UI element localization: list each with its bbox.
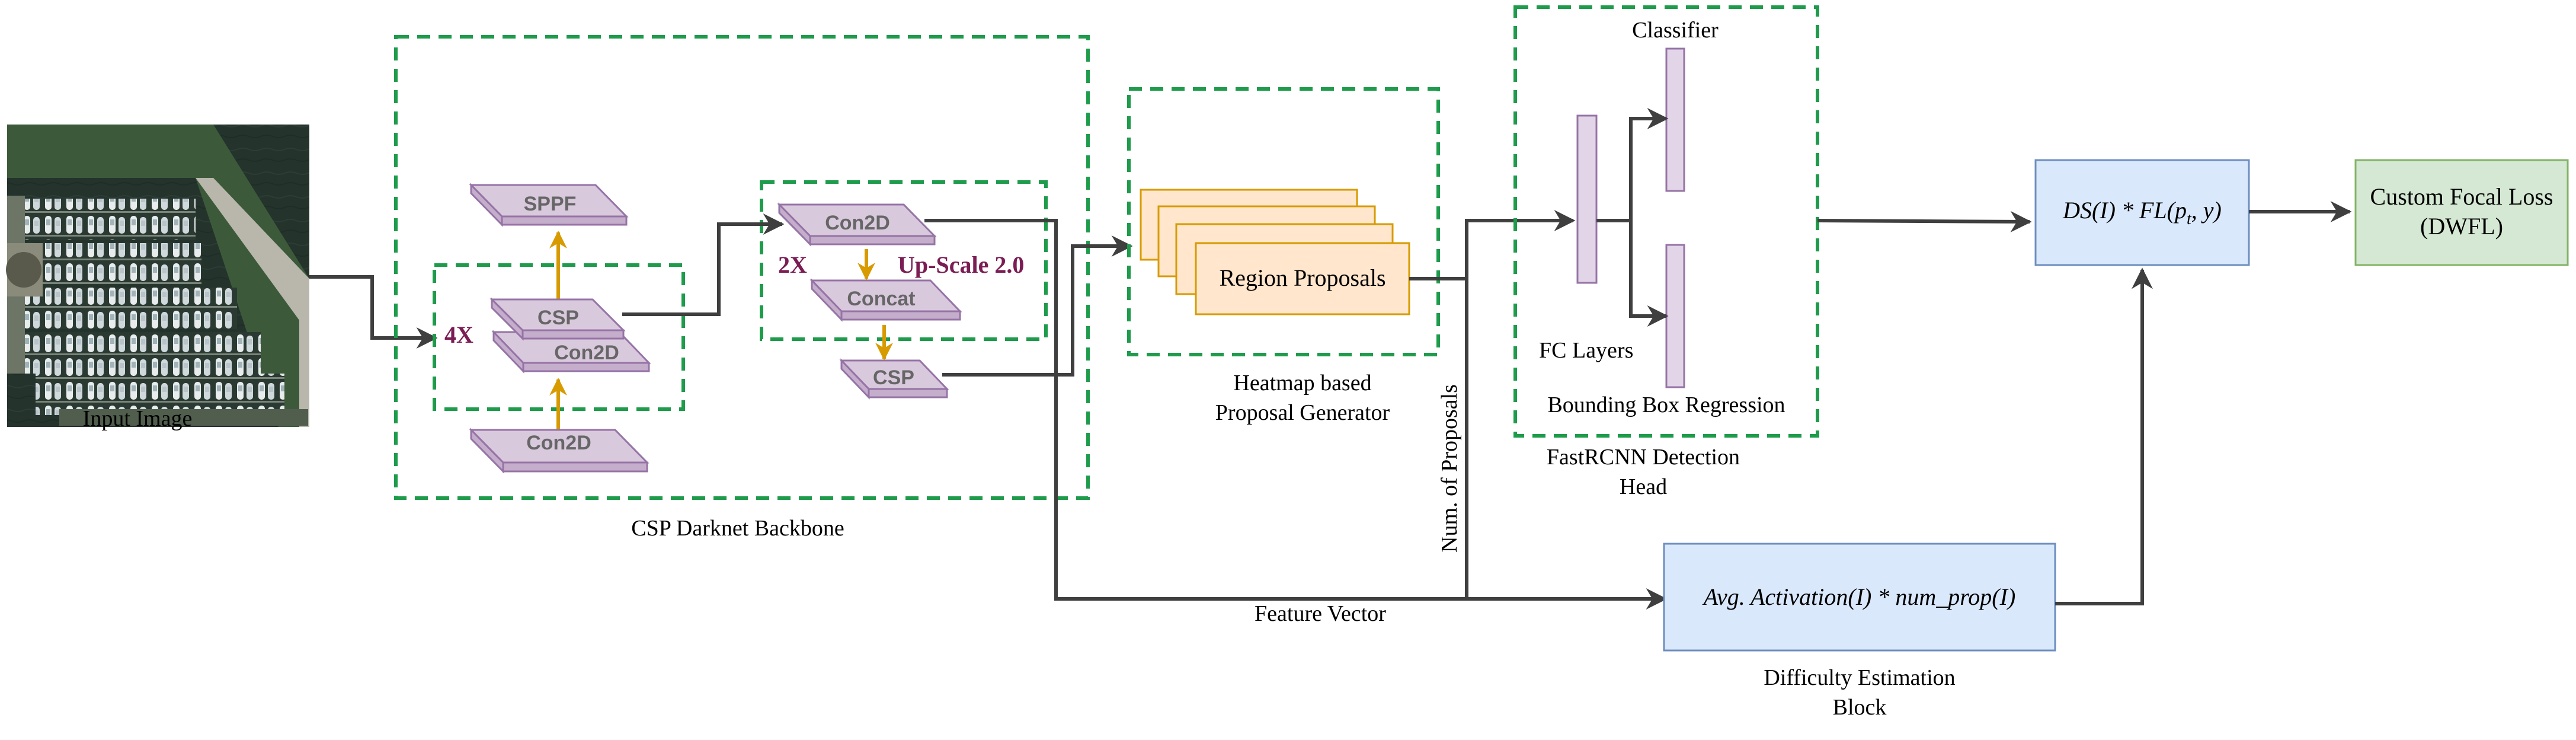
detection-to-loss-arrow	[1817, 210, 2032, 232]
proposal-caption-line1: Heatmap based	[1233, 371, 1371, 395]
layer-con2d-bottom: Con2D	[469, 428, 649, 474]
layer-csp-right: CSP	[839, 358, 949, 400]
input-caption-fragment: Input Image	[83, 406, 193, 431]
loss-formula-text: DS(I) * FL(pt, y)	[2062, 197, 2222, 228]
repeat-2x-label: 2X	[778, 251, 807, 278]
backbone-label: CSP Darknet Backbone	[631, 516, 844, 541]
input-image	[6, 125, 309, 427]
con2d-to-feature-vector-line	[924, 219, 1668, 610]
custom-loss-box	[2354, 159, 2569, 266]
layer-concat: Concat	[809, 278, 962, 322]
proposals-to-detection-arrow	[1409, 210, 1576, 280]
fc-layers-label: FC Layers	[1539, 338, 1633, 363]
layer-concat-label: Concat	[847, 288, 915, 310]
fc-to-classifier-arrow	[1596, 108, 1669, 222]
layer-sppf-label: SPPF	[524, 193, 577, 215]
proposal-caption-line2: Proposal Generator	[1215, 400, 1390, 425]
layer-csp-left-label: CSP	[537, 307, 579, 329]
difficulty-formula: Avg. Activation(I) * num_prop(I)	[1702, 583, 2016, 610]
loss-formula-prefix: DS(I) * FL(p	[2062, 197, 2187, 224]
difficulty-caption-line2: Block	[1833, 695, 1887, 720]
classifier-label: Classifier	[1632, 18, 1719, 43]
custom-loss-line1: Custom Focal Loss	[2370, 183, 2553, 210]
input-to-backbone-arrow	[309, 275, 438, 349]
bbox-regression-label: Bounding Box Regression	[1547, 393, 1785, 417]
layer-csp-right-label: CSP	[873, 366, 914, 389]
csp-to-con2d-arrow	[622, 213, 785, 316]
detection-caption-line1: FastRCNN Detection	[1547, 445, 1740, 470]
repeat-4x-label: 4X	[444, 321, 473, 348]
custom-loss-line2: (DWFL)	[2420, 213, 2503, 240]
fc-to-bbox-arrow	[1629, 221, 1669, 327]
loss-formula-box	[2034, 159, 2250, 266]
fc-layer-bar	[1576, 114, 1598, 284]
num-proposals-label: Num. of Proposals	[1437, 384, 1462, 553]
csp-to-proposals-arrow	[942, 235, 1133, 377]
region-proposals-label: Region Proposals	[1219, 264, 1385, 291]
layer-sppf: SPPF	[469, 183, 629, 227]
detection-caption-line2: Head	[1620, 474, 1667, 499]
loss-formula-subscript: t	[2187, 210, 2192, 228]
layer-con2d-right: Con2D	[777, 202, 937, 247]
layer-con2d-mid-label: Con2D	[554, 342, 619, 364]
bbox-regression-bar	[1665, 244, 1685, 388]
upscale-dashed-box	[760, 180, 1048, 341]
backbone-dashed-box	[394, 35, 1090, 500]
proposal-dashed-box	[1127, 87, 1440, 356]
upscale-label: Up-Scale 2.0	[898, 251, 1024, 278]
difficulty-box	[1663, 543, 2056, 652]
proposal-stack-4	[1195, 242, 1410, 315]
classifier-bar	[1665, 47, 1685, 192]
loss-formula-suffix: , y)	[2191, 197, 2222, 224]
difficulty-to-loss-arrow	[2055, 267, 2153, 605]
layer-con2d-bottom-label: Con2D	[526, 432, 591, 454]
layer-csp-left: CSP	[489, 297, 626, 341]
difficulty-caption-line1: Difficulty Estimation	[1764, 665, 1955, 690]
feature-vector-label: Feature Vector	[1255, 601, 1386, 626]
layer-con2d-mid: Con2D	[491, 330, 651, 374]
layer-con2d-right-label: Con2D	[825, 212, 890, 234]
